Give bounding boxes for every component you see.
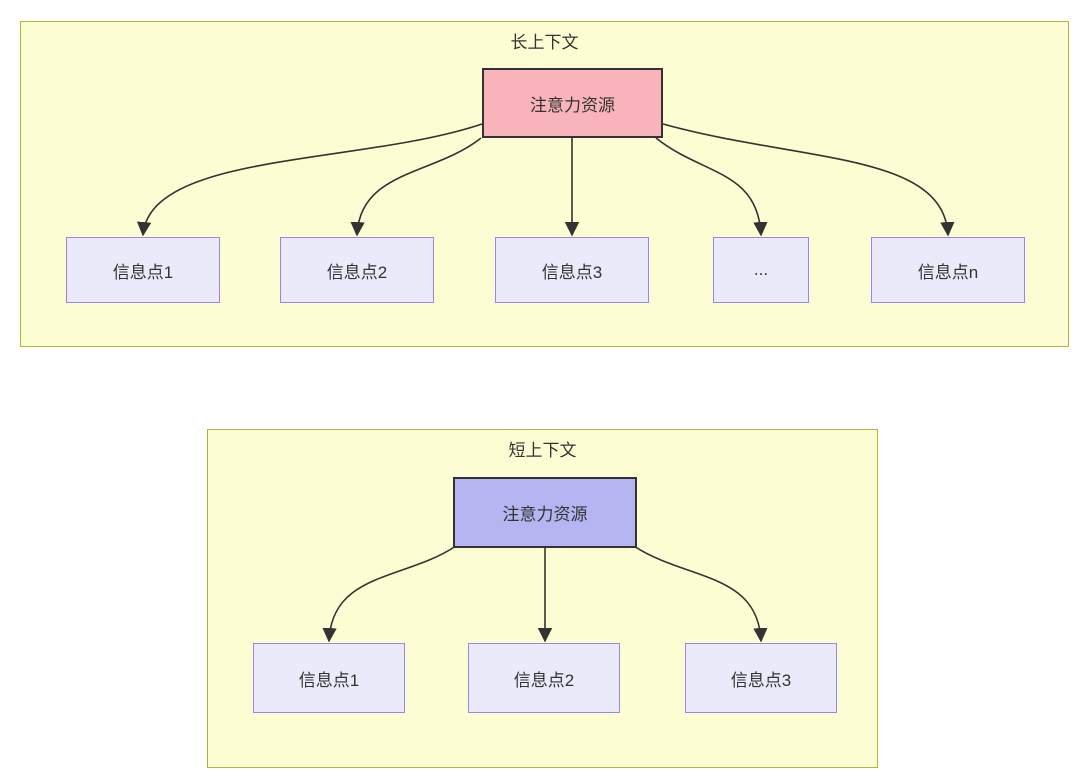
info-node-long-2: 信息点2 <box>280 237 434 303</box>
info-node-long-1: 信息点1 <box>66 237 220 303</box>
info-node-short-1: 信息点1 <box>253 643 405 713</box>
info-node-long-n: 信息点n <box>871 237 1025 303</box>
panel-short-title: 短上下文 <box>508 441 577 460</box>
info-node-short-3: 信息点3 <box>685 643 837 713</box>
info-node-long-3: 信息点3 <box>495 237 649 303</box>
attention-node-short: 注意力资源 <box>453 477 637 548</box>
info-node-long-ellipsis: ... <box>713 237 809 303</box>
panel-long-title: 长上下文 <box>510 33 579 52</box>
info-node-short-2: 信息点2 <box>468 643 620 713</box>
attention-node-long: 注意力资源 <box>482 68 663 138</box>
